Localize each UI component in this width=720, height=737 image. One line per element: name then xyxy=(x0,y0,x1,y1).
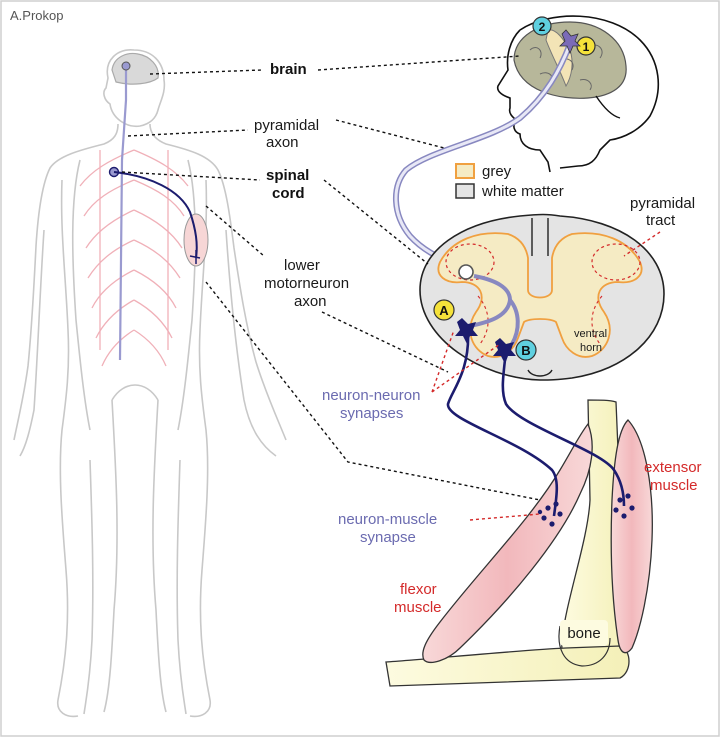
label-pyramidal-axon-1: pyramidal xyxy=(254,117,319,134)
label-pyramidal-tract-2: tract xyxy=(646,212,676,229)
legend-white-swatch xyxy=(455,183,475,199)
leader-body-to-nm xyxy=(205,281,541,501)
leader-lower-mn xyxy=(205,205,449,373)
brain-neuron-star xyxy=(559,29,581,55)
label-spinal-cord-1: spinal xyxy=(266,167,309,184)
marker-1-label: 1 xyxy=(583,40,590,54)
label-lower-mn-1: lower xyxy=(284,257,320,274)
label-flexor-1: flexor xyxy=(400,581,437,598)
body-head xyxy=(103,49,166,128)
leader-brain xyxy=(149,55,521,75)
leader-pyramidal-tract xyxy=(623,231,661,257)
legend-white-label: white matter xyxy=(481,183,564,200)
dorsal-fissure xyxy=(531,218,549,256)
ventral-horn-label-2: horn xyxy=(580,342,602,354)
body-inner-left-leg xyxy=(103,399,118,713)
legend-grey-label: grey xyxy=(482,163,512,180)
motor-neuron-a xyxy=(455,318,478,344)
marker-a-label: A xyxy=(439,303,449,318)
flexor-endplate xyxy=(537,501,563,527)
label-flexor-2: muscle xyxy=(394,599,442,616)
leader-pyramidal-axon xyxy=(127,119,445,149)
ventral-fissure xyxy=(527,369,553,377)
label-nn-synapses-1: neuron-neuron xyxy=(322,387,420,404)
body-left-outline xyxy=(13,123,119,441)
flexor-muscle xyxy=(422,422,593,663)
label-pyramidal-tract-1: pyramidal xyxy=(630,195,695,212)
bone-label: bone xyxy=(567,625,600,642)
label-nm-synapse-2: synapse xyxy=(360,529,416,546)
pyramidal-tract-right xyxy=(591,243,641,281)
body-motor-endplate xyxy=(189,250,201,264)
head-brain-folds xyxy=(529,44,603,91)
leader-nn-synapses xyxy=(431,329,501,393)
marker-2 xyxy=(532,16,552,36)
body-line-3 xyxy=(83,459,94,715)
marker-2-label: 2 xyxy=(539,20,546,34)
legend: grey white matter xyxy=(455,163,564,200)
label-brain: brain xyxy=(270,61,307,78)
body-right-arm-inner xyxy=(225,229,277,457)
marker-a xyxy=(433,299,455,321)
human-body xyxy=(13,49,287,718)
motor-neuron-b xyxy=(493,338,516,364)
leader-spinal-cord xyxy=(121,171,429,265)
body-line-1 xyxy=(71,159,91,431)
label-lower-mn-2: motorneuron xyxy=(264,275,349,292)
bone-label-bg xyxy=(560,620,608,646)
head-ear xyxy=(595,95,621,119)
body-inner-right-leg xyxy=(152,399,167,713)
body-left-arm-inner xyxy=(19,229,45,457)
spinal-cross-section: A B ventral horn xyxy=(419,213,665,381)
body-right-leg xyxy=(189,179,212,718)
ventral-horn-label-1: ventral xyxy=(574,328,607,340)
cord-axon-branch-b xyxy=(508,298,520,345)
label-nn-synapses-2: synapses xyxy=(340,405,403,422)
label-pyramidal-axon-2: axon xyxy=(266,134,299,151)
body-line-4 xyxy=(176,459,187,715)
credit-text: A.Prokop xyxy=(10,8,63,23)
label-spinal-cord-2: cord xyxy=(272,185,305,202)
body-line-2 xyxy=(177,159,197,431)
marker-b xyxy=(515,339,537,361)
body-nerves xyxy=(79,149,189,367)
grey-matter xyxy=(437,232,643,358)
label-nm-synapse-1: neuron-muscle xyxy=(338,511,437,528)
body-left-leg xyxy=(56,179,79,718)
head-outline xyxy=(519,15,660,169)
marker-b-label: B xyxy=(521,343,530,358)
axon-to-extensor xyxy=(501,349,626,507)
label-extensor-2: muscle xyxy=(650,477,698,494)
body-spinal-cord xyxy=(118,66,128,361)
body-pelvis xyxy=(111,384,159,401)
axon-to-flexor xyxy=(446,329,559,517)
extensor-endplate xyxy=(613,493,635,519)
legend-grey-swatch xyxy=(455,163,475,179)
arm: bone xyxy=(385,399,653,687)
extensor-muscle xyxy=(610,419,653,654)
body-motor-axon xyxy=(113,171,198,259)
label-lower-mn-3: axon xyxy=(294,293,327,310)
pyramidal-tract-left xyxy=(445,243,495,281)
elbow-joint xyxy=(558,625,611,667)
head-face xyxy=(496,29,551,173)
cord-axon-crosssection xyxy=(458,264,474,280)
label-extensor-1: extensor xyxy=(644,459,702,476)
pyramidal-axon-inner xyxy=(394,43,572,272)
body-brain xyxy=(111,52,159,85)
body-upper-neuron xyxy=(121,61,131,71)
